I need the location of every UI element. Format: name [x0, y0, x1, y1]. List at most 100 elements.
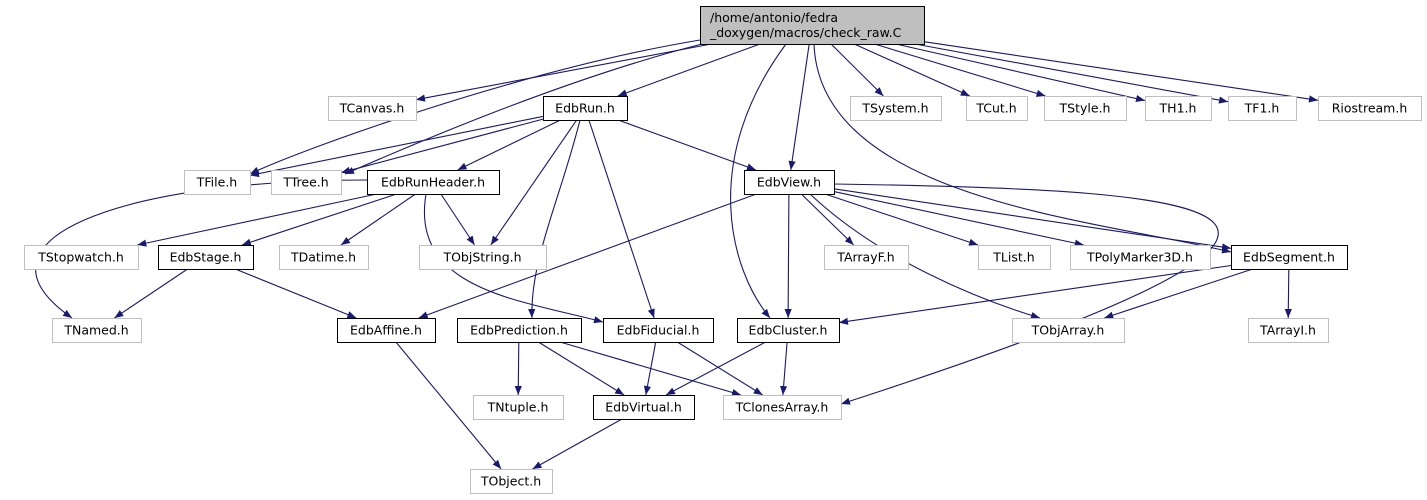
node-box — [158, 245, 254, 270]
edge-line — [874, 43, 1046, 97]
edge-root-to-edbrun — [617, 43, 761, 97]
node-box — [419, 245, 547, 270]
node-label: EdbCluster.h — [749, 323, 828, 338]
edge-edbrunheader-to-tstopwatch — [137, 193, 377, 247]
edge-root-to-riostream — [923, 41, 1319, 103]
edge-root-to-ttree — [344, 43, 703, 175]
edge-line — [418, 193, 757, 319]
edge-root-to-th1 — [895, 43, 1146, 103]
node-box — [543, 96, 628, 121]
node-box — [1248, 318, 1329, 343]
edge-edbview-to-edbcluster — [784, 193, 792, 319]
node-tarrayi: TArrayI.h — [1248, 318, 1329, 343]
node-edbcluster[interactable]: EdbCluster.h — [737, 318, 840, 343]
node-box — [337, 318, 436, 343]
edge-line — [643, 341, 657, 396]
edge-line — [423, 193, 604, 324]
edge-edbview-to-edbsegment — [833, 188, 1232, 251]
node-edbprediction[interactable]: EdbPrediction.h — [457, 318, 582, 343]
edge-edbcluster-to-tclonesarray — [780, 341, 788, 396]
node-label: TSystem.h — [861, 101, 928, 116]
node-tf1: TF1.h — [1228, 96, 1297, 121]
edge-edbview-to-tarrayf — [800, 193, 855, 246]
node-label: EdbPrediction.h — [470, 323, 568, 338]
node-riostream: Riostream.h — [1318, 96, 1422, 121]
edge-edbrun-to-ttree — [340, 118, 544, 174]
node-tobject: TObject.h — [470, 469, 553, 494]
node-label: TList.h — [992, 250, 1034, 265]
node-label: TH1.h — [1159, 101, 1197, 116]
edge-edbrunheader-to-tnamed — [35, 179, 368, 319]
node-box — [279, 245, 369, 270]
edge-edbrun-to-edbprediction — [528, 119, 581, 319]
edge-edbview-to-edbaffine — [418, 193, 757, 319]
edge-edbstage-to-tnamed — [114, 268, 188, 319]
edge-line — [853, 43, 971, 97]
edge-line — [838, 264, 1232, 325]
node-tsystem: TSystem.h — [850, 96, 942, 121]
node-label: TFile.h — [196, 175, 237, 190]
edge-edbrun-to-edbrunheader — [457, 119, 561, 171]
node-box — [1145, 96, 1212, 121]
node-tdatime: TDatime.h — [279, 245, 369, 270]
node-label: EdbSegment.h — [1243, 250, 1335, 265]
node-edbaffine[interactable]: EdbAffine.h — [337, 318, 436, 343]
node-edbrunheader[interactable]: EdbRunHeader.h — [367, 170, 500, 195]
node-edbstage[interactable]: EdbStage.h — [158, 245, 254, 270]
node-edbrun[interactable]: EdbRun.h — [543, 96, 628, 121]
edge-edbrun-to-tfile — [249, 115, 544, 178]
edge-root-to-edbcluster — [730, 43, 787, 319]
node-tcanvas: TCanvas.h — [328, 96, 417, 121]
node-root[interactable]: /home/antonio/fedra_doxygen/macros/check… — [700, 6, 925, 45]
node-edbview[interactable]: EdbView.h — [744, 170, 835, 195]
node-box — [744, 170, 835, 195]
node-label: TStopwatch.h — [37, 250, 124, 265]
edge-line — [800, 193, 855, 246]
node-box — [470, 469, 553, 494]
edge-root-to-tf1 — [914, 43, 1229, 104]
edge-line — [824, 193, 979, 246]
edge-edbview-to-tclonesarray — [833, 183, 1219, 405]
node-label: _doxygen/macros/check_raw.C — [709, 25, 902, 40]
edge-edbrunheader-to-edbstage — [241, 193, 397, 246]
edge-line — [528, 119, 581, 319]
node-box — [850, 96, 942, 121]
edge-line — [490, 119, 578, 246]
node-box — [966, 96, 1028, 121]
node-label: TObjString.h — [442, 250, 521, 265]
edge-edbaffine-to-tobject — [395, 341, 502, 470]
edge-edbstage-to-edbaffine — [234, 268, 357, 319]
edge-edbfiducial-to-tclonesarray — [677, 341, 763, 396]
edge-line — [1284, 268, 1292, 319]
edge-edbview-to-tpolymarker3d — [833, 191, 1084, 247]
node-label: EdbVirtual.h — [605, 400, 682, 415]
edge-edbvirtual-to-tobject — [532, 418, 623, 470]
node-box — [52, 318, 142, 343]
edge-line — [730, 43, 787, 319]
node-box — [1070, 245, 1211, 270]
node-label: TPolyMarker3D.h — [1086, 250, 1193, 265]
node-tobjstring: TObjString.h — [419, 245, 547, 270]
node-box — [1231, 245, 1348, 270]
node-tfile: TFile.h — [184, 170, 251, 195]
node-box — [328, 96, 417, 121]
node-label: TF1.h — [1244, 101, 1280, 116]
edge-edbrun-to-tobjstring — [490, 119, 578, 246]
node-label: TCanvas.h — [339, 101, 405, 116]
node-box — [723, 395, 842, 420]
edge-line — [617, 119, 757, 171]
node-edbsegment[interactable]: EdbSegment.h — [1231, 245, 1348, 270]
edge-edbview-to-tobjarray — [809, 193, 1041, 319]
node-tlist: TList.h — [978, 245, 1051, 270]
node-label: TObjArray.h — [1031, 323, 1105, 338]
node-edbvirtual[interactable]: EdbVirtual.h — [593, 395, 695, 420]
node-box — [367, 170, 500, 195]
edge-line — [813, 43, 1232, 254]
edge-edbsegment-to-tobjarray — [1104, 268, 1253, 319]
edge-root-to-tstyle — [874, 43, 1046, 97]
edge-line — [830, 43, 884, 97]
node-label: EdbStage.h — [170, 250, 242, 265]
edge-line — [1104, 268, 1253, 319]
node-edbfiducial[interactable]: EdbFiducial.h — [603, 318, 714, 343]
node-th1: TH1.h — [1145, 96, 1212, 121]
